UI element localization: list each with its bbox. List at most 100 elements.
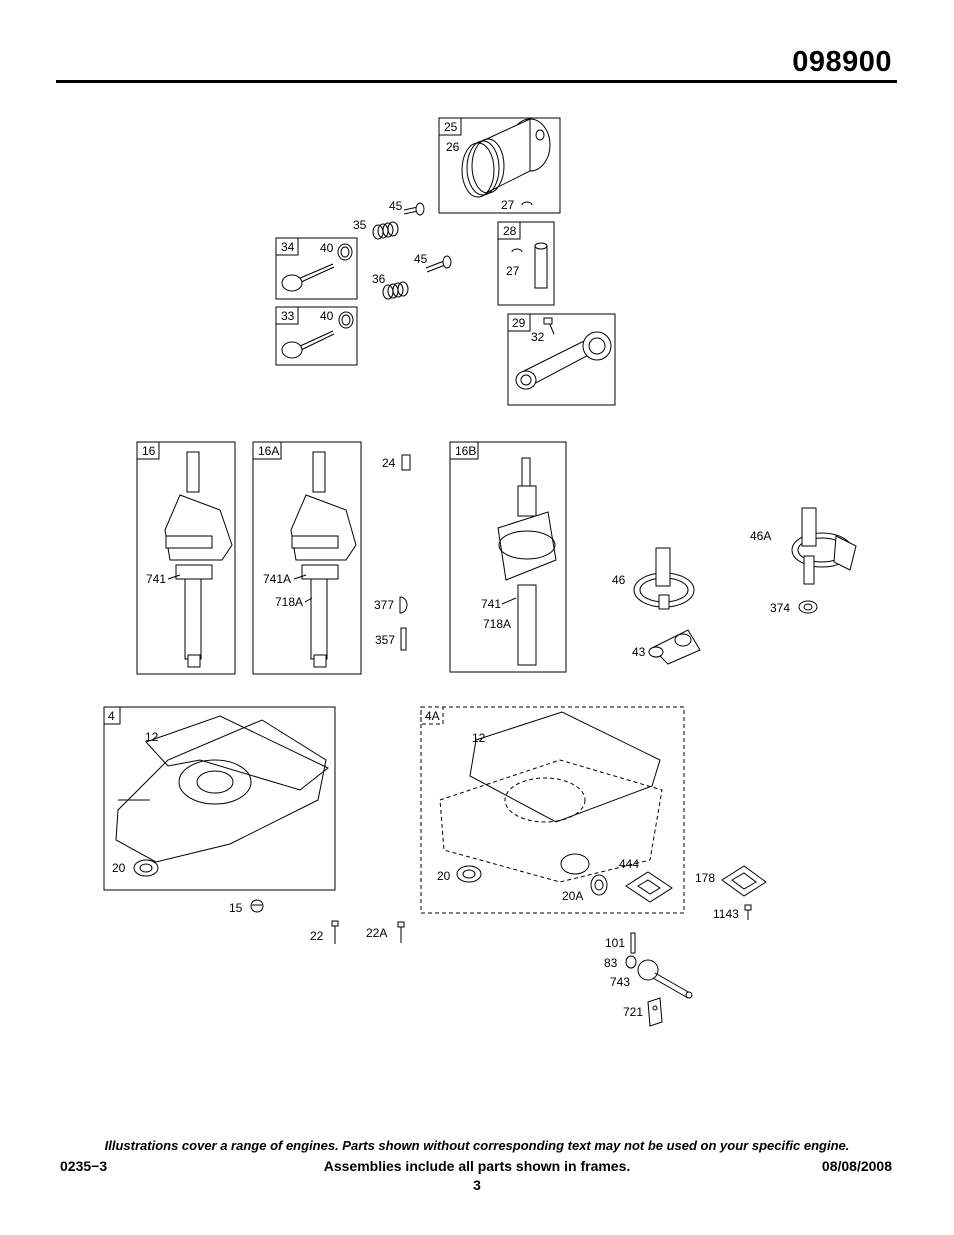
- frame-16B: 16B 741 718A: [449, 441, 567, 673]
- frame-4: 4 12 20: [103, 706, 336, 891]
- gasket-444-part: [625, 871, 673, 903]
- part-label-718A-second: 718A: [483, 617, 511, 631]
- seal-20-part: [133, 859, 159, 877]
- part-label-27-second: 27: [506, 264, 520, 278]
- piston-part: [461, 118, 551, 198]
- dowel-15-part: [250, 899, 264, 913]
- part-label-46: 46: [612, 573, 626, 587]
- part-label-741A: 741A: [263, 572, 291, 586]
- keeper-40-part: [337, 243, 353, 261]
- footer-disclaimer: Illustrations cover a range of engines. …: [104, 1138, 850, 1153]
- footer-assemblies-note: Assemblies include all parts shown in fr…: [323, 1158, 631, 1174]
- part-label-22: 22: [310, 929, 324, 943]
- camshaft-46A-part: [791, 507, 857, 585]
- part-label-357: 357: [375, 633, 395, 647]
- part-label-12: 12: [145, 730, 159, 744]
- part-label-743: 743: [610, 975, 630, 989]
- plate-721-part: [647, 997, 663, 1027]
- frame-label-29: 29: [512, 316, 526, 330]
- part-label-26: 26: [446, 140, 460, 154]
- part-label-36: 36: [372, 272, 386, 286]
- part-label-741-second: 741: [481, 597, 501, 611]
- part-label-46A: 46A: [750, 529, 771, 543]
- frame-label-4: 4: [108, 709, 115, 723]
- governor-shaft-743-part: [637, 959, 693, 999]
- frame-label-28: 28: [503, 224, 517, 238]
- rod-bolt-32: [543, 317, 555, 335]
- part-label-27: 27: [501, 198, 515, 212]
- part-label-178: 178: [695, 871, 715, 885]
- camshaft-46-part: [633, 547, 695, 610]
- clip-27-part-b: [511, 248, 523, 253]
- sump-part: [439, 711, 663, 883]
- part-label-40-second: 40: [320, 309, 334, 323]
- footer-doc-code: 0235−3: [60, 1158, 108, 1174]
- part-label-101: 101: [605, 936, 625, 950]
- part-label-374: 374: [770, 601, 790, 615]
- part-label-20: 20: [112, 861, 126, 875]
- frame-label-16: 16: [142, 444, 156, 458]
- seal-20-part-b: [456, 865, 482, 883]
- valve-part-34: [281, 263, 335, 292]
- part-label-20A: 20A: [562, 889, 583, 903]
- part-label-15: 15: [229, 901, 243, 915]
- valve-cap-45-top: [403, 202, 425, 216]
- part-label-45: 45: [389, 199, 403, 213]
- footer-date: 08/08/2008: [821, 1158, 892, 1174]
- valve-spring-36: [382, 281, 409, 300]
- part-label-741: 741: [146, 572, 166, 586]
- frame-33: 33 40: [275, 306, 358, 366]
- frame-label-16A: 16A: [258, 444, 279, 458]
- crankshaft-part-16B: [497, 457, 557, 666]
- frame-34: 34 40: [275, 237, 358, 300]
- part-label-32: 32: [531, 330, 545, 344]
- key-377-part: [399, 596, 408, 614]
- crankcase-cover-part: [115, 715, 329, 863]
- clip-27-part: [521, 201, 533, 206]
- part-label-20-second: 20: [437, 869, 451, 883]
- frame-28: 28 27: [497, 221, 555, 306]
- frame-16: 16 741: [136, 441, 236, 675]
- keeper-40-part-b: [338, 311, 354, 329]
- part-label-40: 40: [320, 241, 334, 255]
- part-label-24: 24: [382, 456, 396, 470]
- frame-label-34: 34: [281, 240, 295, 254]
- seal-20A-part: [590, 874, 608, 896]
- part-label-22A: 22A: [366, 926, 387, 940]
- valve-cap-45-bottom: [425, 255, 452, 273]
- frame-29: 29 32: [507, 313, 616, 406]
- washer-374-part: [798, 600, 818, 614]
- frame-25: 25 26 27: [438, 117, 561, 214]
- part-label-43: 43: [632, 645, 646, 659]
- valve-spring-35: [372, 221, 399, 240]
- frame-label-16B: 16B: [455, 444, 476, 458]
- part-label-718A: 718A: [275, 595, 303, 609]
- governor-43-part: [648, 629, 701, 665]
- part-label-377: 377: [374, 598, 394, 612]
- header-rule: [56, 80, 897, 83]
- key-357-part: [400, 627, 407, 651]
- cover-178-part: [721, 865, 767, 897]
- part-label-444: 444: [619, 857, 639, 871]
- frame-4A: 4A 12 20 20A 444: [420, 706, 685, 914]
- key-24-part: [401, 454, 411, 471]
- screw-22A-part: [397, 921, 405, 943]
- frame-label-25: 25: [444, 120, 458, 134]
- pin-101-part: [630, 932, 636, 954]
- crankshaft-part-16A: [290, 451, 357, 668]
- part-label-35: 35: [353, 218, 367, 232]
- model-number: 098900: [792, 46, 892, 78]
- part-label-45-second: 45: [414, 252, 428, 266]
- washer-83-part: [625, 955, 637, 969]
- page-number: 3: [473, 1177, 481, 1193]
- frame-label-4A: 4A: [425, 709, 440, 723]
- valve-part-33: [281, 330, 335, 359]
- part-label-721: 721: [623, 1005, 643, 1019]
- frame-label-33: 33: [281, 309, 295, 323]
- part-label-83: 83: [604, 956, 618, 970]
- screw-22-part: [331, 920, 339, 944]
- part-label-1143: 1143: [713, 907, 739, 921]
- crankshaft-part-16: [164, 451, 233, 668]
- wrist-pin-part: [534, 242, 548, 289]
